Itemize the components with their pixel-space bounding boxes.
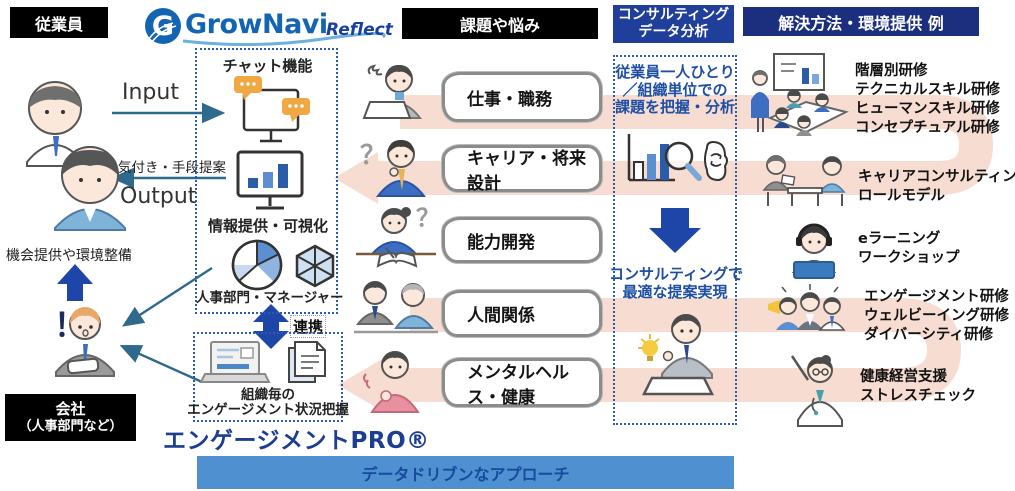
- issues-label-text: 課題や悩み: [459, 15, 540, 35]
- solution-career-text: キャリアコンサルティング ロールモデル: [858, 168, 1015, 206]
- grownavi-logo-graphic: G: [145, 8, 386, 47]
- banner-text: データドリブンなアプローチ: [361, 464, 570, 484]
- engagement-group-icon: [768, 284, 846, 331]
- issues-label: 課題や悩み: [402, 8, 598, 39]
- output-label: Output: [120, 184, 197, 209]
- consulting-label: コンサルティング データ分析: [613, 5, 734, 43]
- consulting-analyze-text: 従業員一人ひとり ／組織単位での 課題を把握・分析: [609, 63, 741, 117]
- proposal-arrow-lower: [119, 345, 203, 384]
- health-line2: ストレスチェック: [860, 388, 976, 404]
- input-label: Input: [122, 80, 179, 105]
- analyze-line3: 課題を把握・分析: [614, 98, 735, 116]
- elearning-line2: ワークショップ: [858, 250, 960, 266]
- propose-line2: 最適な提案実現: [622, 282, 728, 301]
- consulting-label-line2: データ分析: [638, 24, 709, 40]
- consulting-propose-text: コンサルティングで 最適な提案実現: [609, 265, 744, 301]
- issue-box-work: 仕事・職務: [442, 72, 602, 122]
- wireframe-cube-icon: [295, 244, 335, 288]
- chat-monitor-icon: [234, 76, 310, 143]
- training-line3: ヒューマンスキル研修: [855, 101, 1000, 117]
- training-line2: テクニカルスキル研修: [855, 82, 1000, 98]
- opportunity-label: 機会提供や環境整備: [6, 248, 132, 264]
- issue-box-mental: メンタルヘルス・健康: [442, 358, 602, 408]
- solution-elearning-text: eラーニング ワークショップ: [858, 230, 960, 268]
- career-line2: ロールモデル: [858, 188, 945, 204]
- laptop-documents-icon: [199, 341, 326, 383]
- career-consulting-icon: [762, 155, 846, 206]
- issue-box-skill: 能力開発: [442, 217, 602, 263]
- health-line1: 健康経営支援: [860, 369, 947, 385]
- consulting-analysis-box: [613, 55, 737, 425]
- propose-line1: コンサルティングで: [609, 265, 744, 283]
- pie-chart-icon: [231, 239, 283, 291]
- unwell-woman-icon: [363, 351, 420, 413]
- employee-label-text: 従業員: [34, 14, 83, 34]
- company-label-line2: （人事部門など）: [18, 418, 123, 434]
- issue-work-text: 仕事・職務: [467, 89, 552, 110]
- issue-relations-text: 人間関係: [467, 306, 535, 326]
- logo-wordmark: GrowNavi: [185, 9, 328, 40]
- engagement-status-box: [193, 332, 343, 422]
- chat-feature-title: チャット機能: [222, 57, 313, 75]
- analyze-line2: ／組織単位での: [622, 80, 728, 99]
- hr-manager-label: 人事部門・マネージャー: [196, 290, 344, 306]
- question-glyph-1: ？: [360, 141, 386, 171]
- consultant-idea-icon: [638, 314, 715, 396]
- logo-sub-brand: Reflect: [326, 20, 393, 40]
- thinking-man-icon: ？: [360, 140, 427, 197]
- engagement-line3: ダイバーシティ研修: [864, 327, 994, 343]
- issue-mental-text: メンタルヘルス・健康: [467, 362, 569, 408]
- company-label: 会社 （人事部門など）: [5, 394, 136, 441]
- issue-skill-text: 能力開発: [467, 232, 535, 253]
- engagement-status-line1: 組織毎の: [241, 387, 295, 403]
- conversation-pair-icon: [354, 281, 438, 334]
- issue-box-career: キャリア・将来設計: [442, 145, 602, 194]
- studying-woman-icon: ？: [356, 204, 440, 268]
- training-session-icon: [751, 53, 849, 136]
- info-visualization-title: 情報提供・可視化: [207, 217, 328, 235]
- solutions-label: 解決方法・環境提供 例: [743, 7, 979, 36]
- consulting-label-line1: コンサルティング: [617, 7, 730, 23]
- engagement-line1: エンゲージメント研修: [864, 289, 1009, 305]
- company-label-line1: 会社: [55, 399, 86, 418]
- data-driven-banner: データドリブンなアプローチ: [197, 456, 734, 489]
- doctor-icon: [790, 355, 843, 427]
- analysis-chart-icon: [627, 134, 728, 182]
- awareness-label: 気付き・手段提案: [118, 160, 226, 176]
- employee-label: 従業員: [10, 7, 108, 38]
- worker-laptop-icon: [362, 64, 423, 119]
- elearning-line1: eラーニング: [858, 231, 941, 247]
- analyze-line1: 従業員一人ひとり: [615, 63, 735, 81]
- engagement-status-line2: エンゲージメント状況把握: [187, 402, 349, 418]
- grownavi-logo: G GrowNavi Reflect: [143, 5, 393, 47]
- product-name: エンゲージメントPRO®: [163, 428, 430, 454]
- training-line4: コンセプチュアル研修: [855, 120, 1000, 136]
- grownavi-functions-box: [195, 48, 338, 314]
- opportunity-up-arrow: [57, 264, 93, 301]
- elearning-icon: [791, 223, 837, 279]
- issue-career-text: キャリア・将来設計: [467, 148, 586, 194]
- issue-box-relations: 人間関係: [442, 290, 602, 337]
- company-person-icon: ！: [54, 306, 115, 377]
- dashboard-monitor-icon: [236, 150, 304, 210]
- solution-health-text: 健康経営支援 ストレスチェック: [860, 368, 976, 406]
- engagement-line2: ウェルビーイング研修: [864, 308, 1009, 324]
- training-line1: 階層別研修: [855, 63, 928, 79]
- career-line1: キャリアコンサルティング: [858, 169, 1015, 185]
- solution-training-text: 階層別研修 テクニカルスキル研修 ヒューマンスキル研修 コンセプチュアル研修: [855, 62, 1000, 138]
- solutions-label-text: 解決方法・環境提供 例: [778, 13, 944, 33]
- solution-engagement-text: エンゲージメント研修 ウェルビーイング研修 ダイバーシティ研修: [864, 288, 1009, 345]
- question-glyph-2: ？: [416, 204, 440, 232]
- employees-pair-icon: [26, 81, 126, 231]
